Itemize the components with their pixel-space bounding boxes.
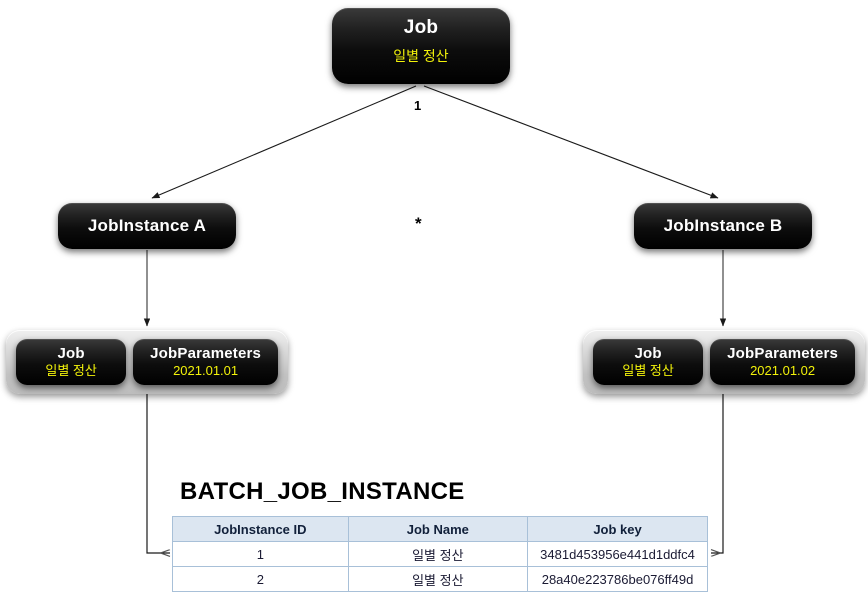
node-group-right-job-title: Job [634,345,662,363]
node-jobinstance-b[interactable]: JobInstance B [634,203,812,249]
table-header-job-key: Job key [527,516,708,542]
table-row: 1 일별 정산 3481d453956e441d1ddfc4 [172,541,708,567]
node-group-right-jobparameters-value: 2021.01.02 [750,362,816,378]
table-row: 2 일별 정산 28a40e223786be076ff49d [172,566,708,592]
node-group-left-jobparameters[interactable]: JobParameters 2021.01.01 [133,339,278,385]
node-jobinstance-b-label: JobInstance B [663,215,783,235]
cell-job-key: 3481d453956e441d1ddfc4 [527,541,708,567]
table-header-jobinstance-id: JobInstance ID [172,516,349,542]
node-job-root-title: Job [403,17,439,38]
cell-job-key: 28a40e223786be076ff49d [527,566,708,592]
cell-jobinstance-id: 2 [172,566,349,592]
table-header-row: JobInstance ID Job Name Job key [172,516,708,542]
node-jobinstance-a[interactable]: JobInstance A [58,203,236,249]
node-group-right-job-subtitle: 일별 정산 [622,362,674,378]
node-job-root-subtitle: 일별 정산 [393,47,449,64]
edge-group-right-to-table [711,394,724,553]
cardinality-many-label: * [415,214,422,233]
table-title: BATCH_JOB_INSTANCE [180,478,465,505]
edge-job-to-instance-b [423,85,719,199]
node-group-right-job[interactable]: Job 일별 정산 [593,339,704,385]
node-group-right-jobparameters[interactable]: JobParameters 2021.01.02 [710,339,855,385]
cell-jobinstance-id: 1 [172,541,349,567]
group-jobinstance-b: Job 일별 정산 JobParameters 2021.01.02 [583,330,865,394]
node-jobinstance-a-label: JobInstance A [87,215,207,235]
edge-group-left-to-table [146,394,170,553]
cardinality-one-label: 1 [414,98,422,113]
node-group-left-job-title: Job [57,345,85,363]
table-header-job-name: Job Name [347,516,529,542]
group-jobinstance-a: Job 일별 정산 JobParameters 2021.01.01 [6,330,288,394]
node-group-left-jobparameters-value: 2021.01.01 [173,362,239,378]
node-group-left-job[interactable]: Job 일별 정산 [16,339,127,385]
node-group-left-jobparameters-title: JobParameters [150,345,262,363]
cell-job-name: 일별 정산 [347,541,529,567]
node-job-root[interactable]: Job 일별 정산 [332,8,510,84]
cell-job-name: 일별 정산 [347,566,529,592]
node-group-right-jobparameters-title: JobParameters [727,345,839,363]
node-group-left-job-subtitle: 일별 정산 [45,362,97,378]
edge-job-to-instance-a [151,85,417,199]
batch-job-instance-table: JobInstance ID Job Name Job key 1 일별 정산 … [172,516,708,592]
